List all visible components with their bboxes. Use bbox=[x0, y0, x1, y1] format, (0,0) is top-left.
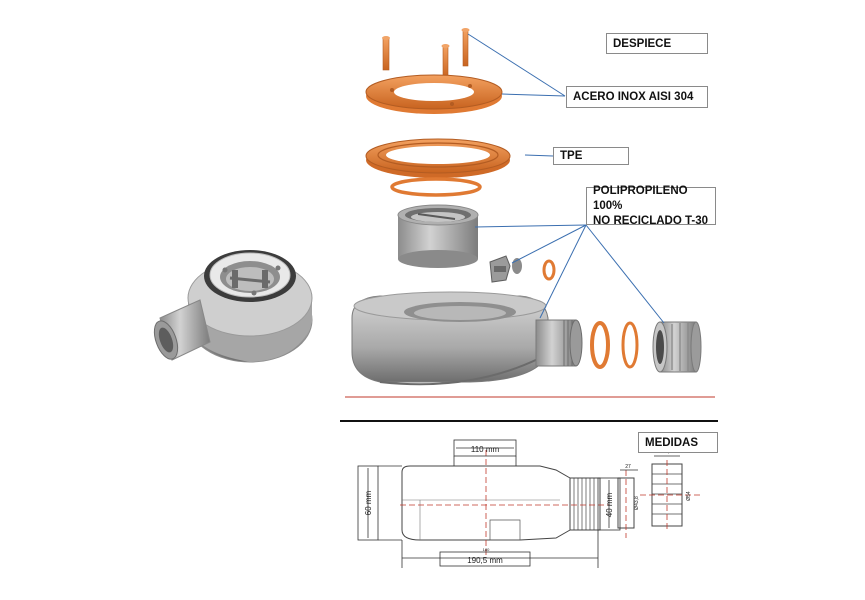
label-polipropileno-line2: NO RECICLADO T-30 bbox=[593, 214, 709, 227]
dim-27: 27 bbox=[625, 464, 631, 470]
label-acero-text: ACERO INOX AISI 304 bbox=[573, 91, 694, 103]
screw-center bbox=[441, 44, 450, 79]
screws bbox=[382, 28, 470, 79]
stainless-plate bbox=[365, 74, 503, 114]
tpe-gasket bbox=[365, 138, 511, 178]
label-polipropileno: POLIPROPILENO 100% NO RECICLADO T-30 bbox=[586, 184, 716, 227]
dim-outlet: 40 mm bbox=[605, 492, 614, 517]
dim-height: 60 mm bbox=[364, 490, 373, 515]
dim-43: Ø43,8 bbox=[634, 496, 640, 510]
dim-54: Ø54 bbox=[686, 491, 692, 501]
label-medidas-text: MEDIDAS bbox=[645, 436, 699, 449]
o-ring-small bbox=[390, 177, 482, 197]
small-copper-ring bbox=[542, 259, 556, 281]
dim-top-width: 110 mm bbox=[471, 445, 500, 454]
dim-bottom-width: 190,5 mm bbox=[467, 556, 503, 565]
label-despiece: DESPIECE bbox=[606, 33, 708, 54]
assembled-drain-image bbox=[153, 250, 313, 363]
drain-cylinder bbox=[397, 204, 479, 268]
label-acero: ACERO INOX AISI 304 bbox=[566, 86, 708, 108]
outlet-ring-2 bbox=[621, 321, 639, 369]
technical-drawing bbox=[357, 439, 700, 568]
label-polipropileno-line1: POLIPROPILENO 100% bbox=[593, 184, 688, 212]
outlet-nut bbox=[652, 321, 702, 373]
leader-lines bbox=[467, 33, 665, 324]
label-medidas: MEDIDAS bbox=[638, 432, 718, 453]
label-tpe: TPE bbox=[553, 147, 629, 165]
drain-body bbox=[351, 291, 583, 386]
dim-center: 180 bbox=[483, 547, 490, 552]
label-despiece-text: DESPIECE bbox=[613, 37, 672, 50]
screw-right bbox=[461, 28, 470, 67]
label-tpe-text: TPE bbox=[560, 150, 583, 162]
outlet-ring-1 bbox=[590, 321, 610, 369]
screw-left bbox=[382, 36, 390, 71]
